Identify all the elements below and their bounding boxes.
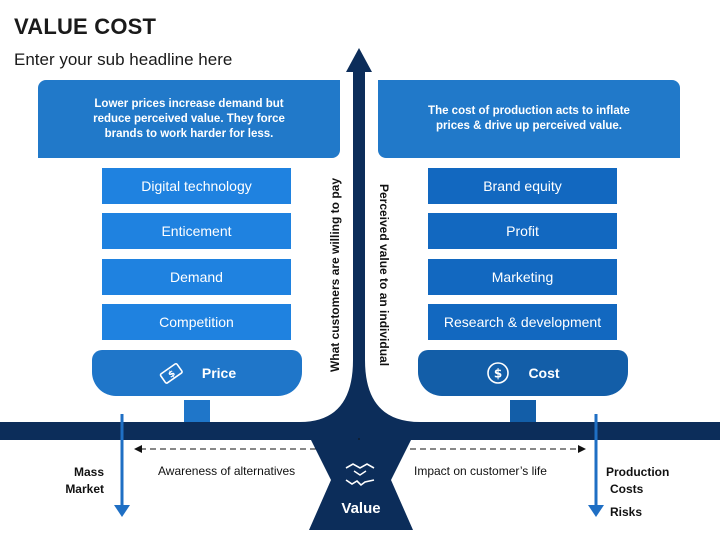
svg-text:$: $: [494, 367, 502, 381]
price-pill: $ Price: [92, 350, 302, 396]
right-item-brand-equity: Brand equity: [428, 168, 617, 204]
dollar-circle-icon: $: [487, 362, 510, 384]
money-icon: $: [159, 362, 183, 384]
page-subtitle: Enter your sub headline here: [14, 50, 233, 69]
page-title: VALUE COST: [14, 14, 157, 39]
left-item-enticement: Enticement: [102, 213, 291, 249]
right-item-profit: Profit: [428, 213, 617, 249]
central-arrow: [300, 48, 420, 422]
svg-text:$: $: [167, 369, 178, 381]
price-stem: [184, 400, 210, 422]
impact-label: Impact on customer’s life: [414, 464, 547, 478]
mass-market-line2: Market: [65, 482, 104, 496]
cost-pill: $ Cost: [418, 350, 628, 396]
left-item-digital-technology: Digital technology: [102, 168, 291, 204]
awareness-label: Awareness of alternatives: [158, 464, 296, 478]
price-label: Price: [201, 365, 237, 381]
cost-label: Cost: [528, 365, 560, 381]
value-label: Value: [341, 500, 381, 517]
right-banner-text: The cost of production acts to inflate p…: [428, 105, 630, 132]
horizontal-arrow-right-head: [578, 445, 586, 453]
production-costs-line1: Production: [606, 465, 670, 479]
right-item-marketing: Marketing: [428, 259, 617, 295]
horizontal-arrow-left-head: [134, 445, 142, 453]
right-banner: The cost of production acts to inflate p…: [378, 80, 680, 158]
left-banner: Lower prices increase demand but reduce …: [38, 80, 340, 158]
production-costs-label: Production Costs: [606, 464, 686, 498]
left-item-competition: Competition: [102, 304, 291, 340]
production-costs-line2: Costs: [610, 482, 644, 496]
mass-market-label: Mass Market: [40, 464, 104, 498]
left-banner-text: Lower prices increase demand but reduce …: [93, 97, 285, 140]
cost-stem: [510, 400, 536, 422]
ground-bar: [0, 422, 720, 440]
left-down-arrow-head: [114, 505, 130, 517]
handshake-icon: [345, 463, 375, 487]
left-item-demand: Demand: [102, 259, 291, 295]
right-item-research-development: Research & development: [428, 304, 617, 340]
mass-market-line1: Mass: [73, 465, 104, 479]
risks-label: Risks: [610, 505, 643, 519]
right-down-arrow-head: [588, 505, 604, 517]
